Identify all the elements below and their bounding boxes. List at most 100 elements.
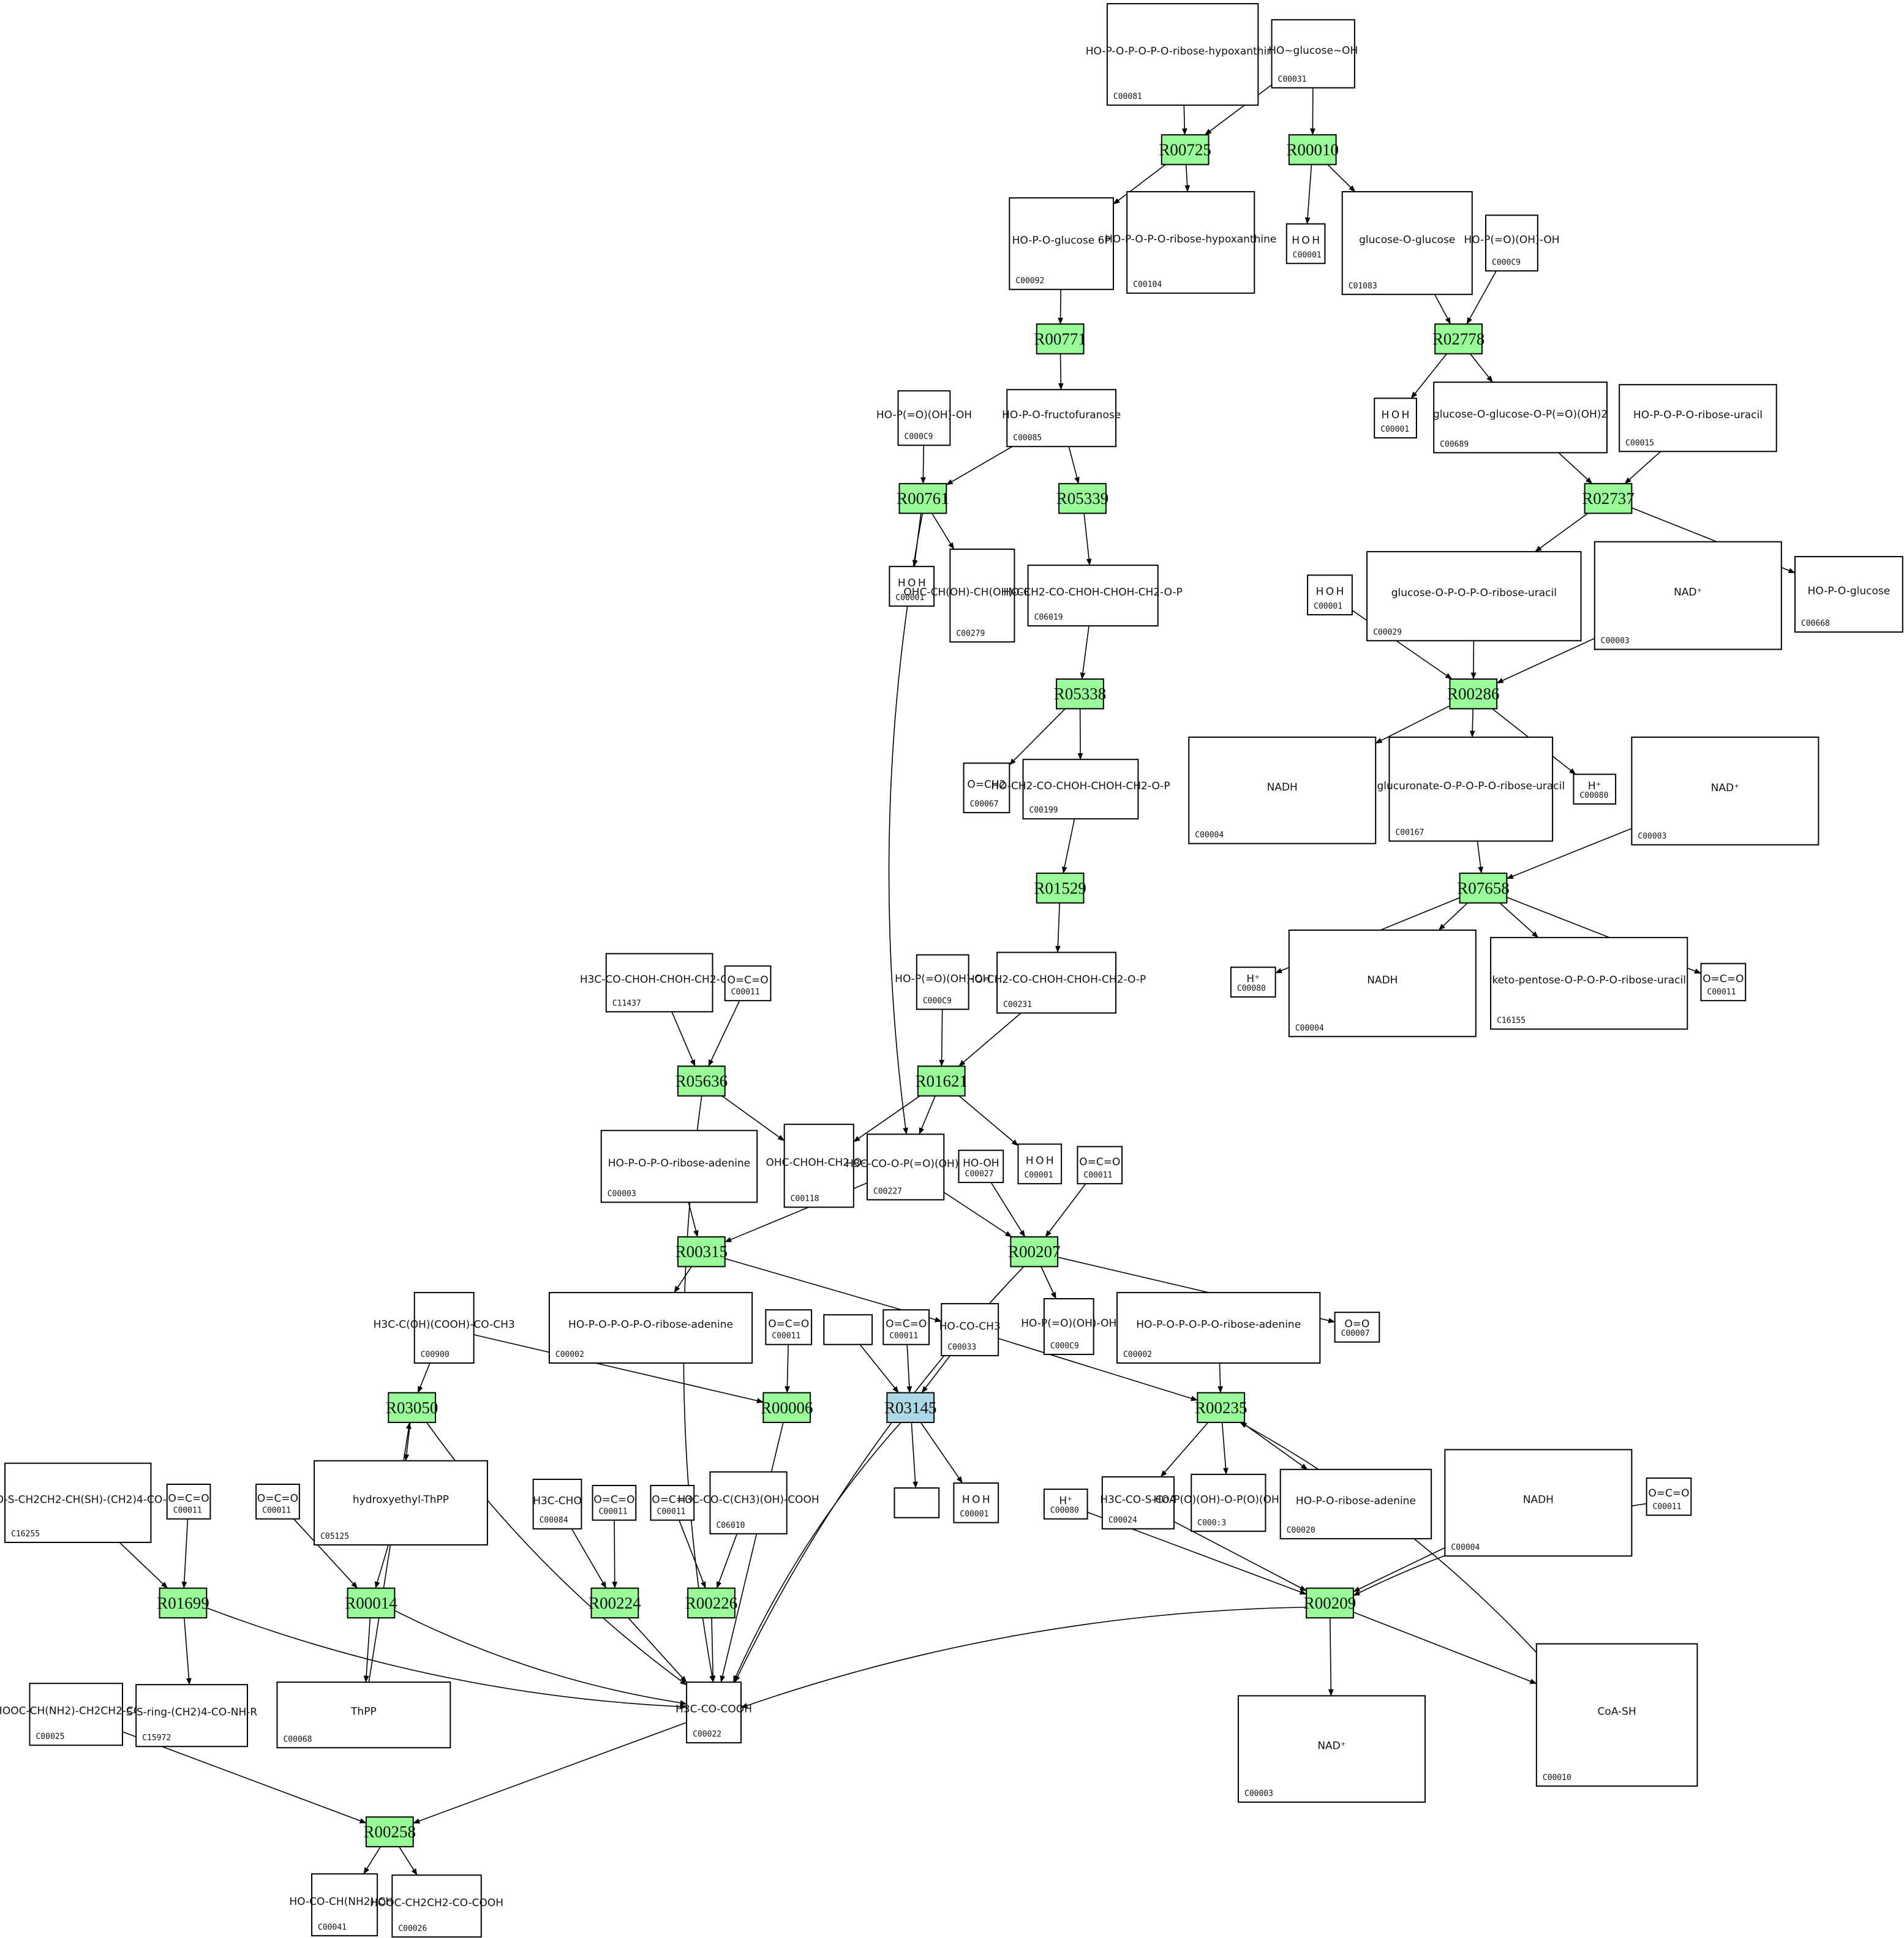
reaction-node-r01699[interactable]: R01699 [157,1587,209,1619]
compound-node-c00080b[interactable]: H⁺C00080 [1230,966,1276,998]
reaction-node-r03145[interactable]: R03145 [884,1392,937,1424]
reaction-node-r05339[interactable]: R05339 [1056,483,1109,514]
compound-node-c00003b[interactable]: NAD⁺C00003 [1631,736,1819,846]
reaction-node-r02737[interactable]: R02737 [1582,483,1635,514]
compound-node-c00167[interactable]: glucuronate-O-P-O-P-O-ribose-uracilC0016… [1377,736,1565,842]
compound-node-c00080a[interactable]: H⁺C00080 [1573,773,1617,805]
reaction-node-r00209[interactable]: R00209 [1304,1587,1357,1619]
compound-node-c00003c[interactable]: NAD⁺C00003 [1238,1695,1426,1803]
compound-node-c16155[interactable]: keto-pentose-O-P-O-P-O-ribose-uracilC161… [1490,937,1688,1030]
compound-node-c00003a[interactable]: NAD⁺C00003 [1594,541,1782,650]
reaction-node-r00207[interactable]: R00207 [1008,1236,1061,1268]
compound-node-c16255[interactable]: H3C-CO-S-CH2CH2-CH(SH)-(CH2)4-CO-NH-RC16… [0,1462,193,1543]
reaction-node-r00014[interactable]: R00014 [345,1587,397,1619]
reaction-node-r00258[interactable]: R00258 [364,1816,416,1847]
reaction-node-r01621[interactable]: R01621 [915,1065,968,1097]
reaction-node-r00010[interactable]: R00010 [1286,134,1339,165]
reaction-node-r03050[interactable]: R03050 [386,1392,438,1424]
reaction-node-r00315[interactable]: R00315 [675,1236,728,1268]
reaction-node-r02778[interactable]: R02778 [1432,323,1485,355]
reaction-node-r07658[interactable]: R07658 [1457,873,1510,904]
reaction-node-r00226[interactable]: R00226 [685,1587,738,1619]
reaction-node-r00771[interactable]: R00771 [1034,323,1086,355]
reaction-node-r01529[interactable]: R01529 [1034,873,1086,904]
reaction-node-r00224[interactable]: R00224 [589,1587,641,1619]
reaction-box [1058,483,1107,514]
reaction-node-r05338[interactable]: R05338 [1054,678,1107,710]
reaction-node-r00725[interactable]: R00725 [1159,134,1211,165]
reaction-node-r05636[interactable]: R05636 [675,1065,728,1097]
compound-id-label: C00092 [1015,277,1044,286]
reaction-node-r00006[interactable]: R00006 [761,1392,813,1424]
compound-node-blank1[interactable] [823,1314,873,1345]
reaction-node-r00235[interactable]: R00235 [1195,1392,1247,1424]
compound-id-label: C05125 [320,1532,349,1541]
reaction-node-r00761[interactable]: R00761 [897,483,949,514]
compound-node-blank2[interactable] [894,1487,940,1519]
compound-node-c00080c[interactable]: H⁺C00080 [1043,1489,1088,1520]
reaction-node-r00286[interactable]: R00286 [1447,678,1500,710]
